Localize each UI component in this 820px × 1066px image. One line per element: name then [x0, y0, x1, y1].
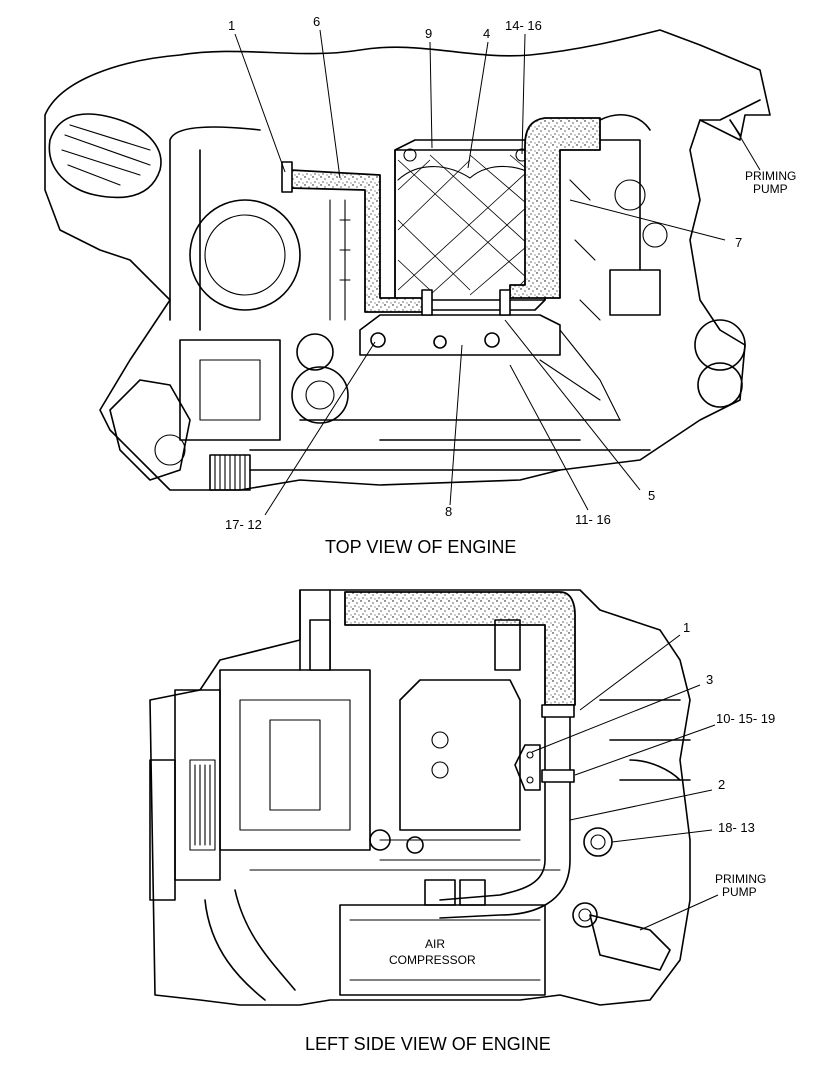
callout-4: 4 — [483, 26, 490, 41]
top-view-callouts: 1 6 9 4 14- 16 7 5 11- 16 8 17- 12 PRIMI… — [225, 14, 796, 532]
priming-pump-side-line1: PRIMING — [715, 872, 766, 886]
top-view-leaders — [234, 29, 761, 516]
side-view-caption: LEFT SIDE VIEW OF ENGINE — [305, 1034, 551, 1054]
top-view-caption: TOP VIEW OF ENGINE — [325, 537, 516, 557]
callout-10-15-19: 10- 15- 19 — [716, 711, 775, 726]
callout-9: 9 — [425, 26, 432, 41]
air-compressor-label-line2: COMPRESSOR — [389, 953, 476, 967]
top-view-drawing — [44, 29, 771, 491]
callout-5: 5 — [648, 488, 655, 503]
callout-7: 7 — [735, 235, 742, 250]
priming-pump-side-line2: PUMP — [722, 885, 757, 899]
callout-17-12: 17- 12 — [225, 517, 262, 532]
side-view-leaders — [531, 634, 719, 931]
callout-1: 1 — [228, 18, 235, 33]
callout-8: 8 — [445, 504, 452, 519]
callout-14-16: 14- 16 — [505, 18, 542, 33]
callout-6: 6 — [313, 14, 320, 29]
side-view-drawing — [149, 589, 691, 1006]
priming-pump-label-line2: PUMP — [753, 182, 788, 196]
side-view-callouts: 1 3 10- 15- 19 2 18- 13 PRIMING PUMP AIR… — [389, 620, 775, 967]
callout-2: 2 — [718, 777, 725, 792]
callout-1-side: 1 — [683, 620, 690, 635]
callout-11-16: 11- 16 — [575, 512, 611, 527]
callout-3: 3 — [706, 672, 713, 687]
callout-18-13: 18- 13 — [718, 820, 755, 835]
priming-pump-label-line1: PRIMING — [745, 169, 796, 183]
air-compressor-label-line1: AIR — [425, 937, 445, 951]
